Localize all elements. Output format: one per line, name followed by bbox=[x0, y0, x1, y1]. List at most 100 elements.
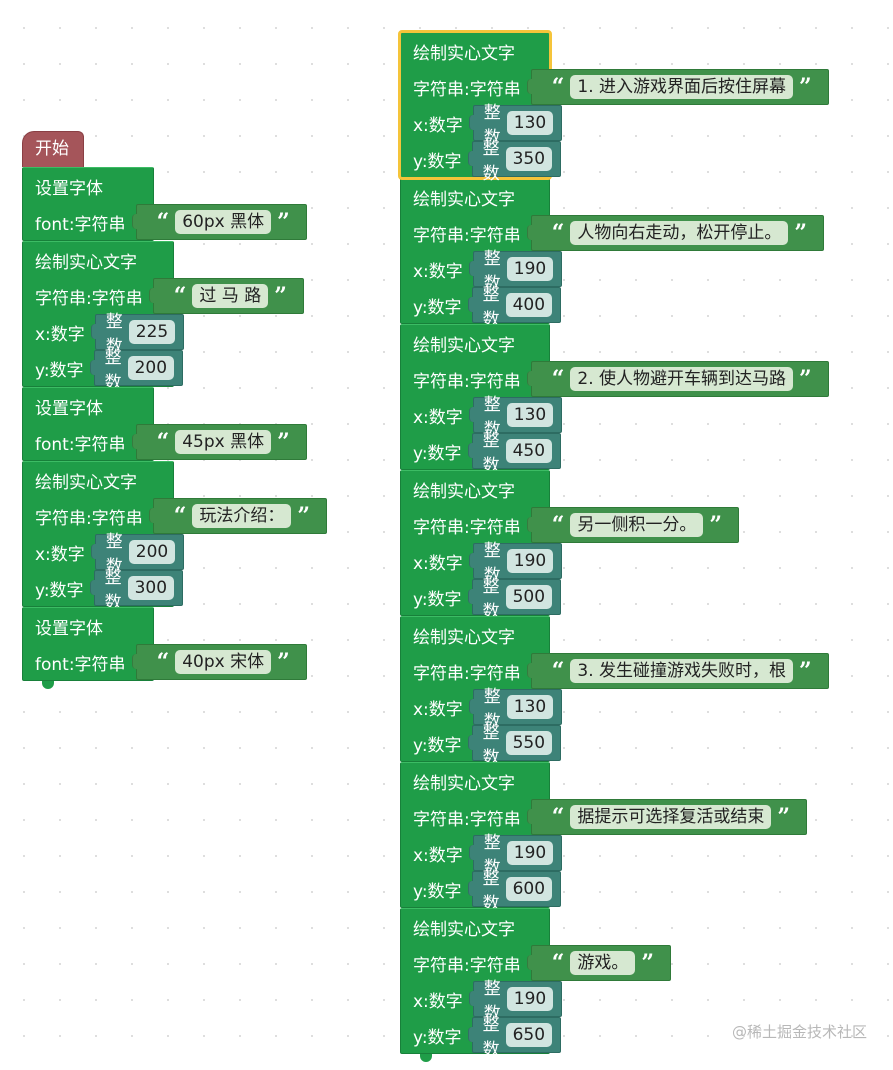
integer-label: 整数 bbox=[482, 139, 500, 184]
x-value-field[interactable]: 130 bbox=[506, 695, 554, 719]
text-string-slot[interactable]: “2. 使人物避开车辆到达马路” bbox=[526, 361, 829, 397]
text-value-field[interactable]: 过 马 路 bbox=[192, 284, 269, 308]
left-block-stack: 开始 设置字体 font:字符串 “60px 黑体” 绘制实心文字 字符串:字符… bbox=[22, 131, 328, 689]
fill-text-title: 绘制实心文字 bbox=[413, 481, 515, 502]
y-value-field[interactable]: 400 bbox=[505, 293, 553, 317]
open-quote-icon: “ bbox=[551, 74, 565, 100]
set-font-block[interactable]: 设置字体 font:字符串 “40px 宋体” bbox=[22, 607, 307, 681]
font-value-field[interactable]: 60px 黑体 bbox=[175, 210, 272, 234]
y-value-field[interactable]: 200 bbox=[127, 356, 175, 380]
stack-end-notch bbox=[420, 1054, 432, 1062]
string-param-label: 字符串:字符串 bbox=[413, 371, 521, 392]
integer-label: 整数 bbox=[482, 431, 500, 476]
start-hat-block[interactable]: 开始 bbox=[22, 131, 84, 167]
x-value-field[interactable]: 190 bbox=[506, 841, 554, 865]
y-value-field[interactable]: 650 bbox=[505, 1023, 553, 1047]
close-quote-icon: ” bbox=[641, 950, 655, 976]
text-value-field[interactable]: 2. 使人物避开车辆到达马路 bbox=[570, 367, 794, 391]
x-param-label: x:数字 bbox=[413, 991, 463, 1012]
x-param-label: x:数字 bbox=[413, 845, 463, 866]
y-value-field[interactable]: 300 bbox=[127, 576, 175, 600]
x-value-field[interactable]: 130 bbox=[506, 111, 554, 135]
integer-label: 整数 bbox=[482, 285, 500, 330]
close-quote-icon: ” bbox=[799, 366, 812, 392]
text-string-slot[interactable]: “玩法介绍：” bbox=[148, 498, 328, 534]
font-value-field[interactable]: 40px 宋体 bbox=[175, 650, 272, 674]
text-string-slot[interactable]: “游戏。” bbox=[526, 945, 672, 981]
text-value-field[interactable]: 1. 进入游戏界面后按住屏幕 bbox=[570, 75, 794, 99]
x-value-field[interactable]: 190 bbox=[506, 257, 554, 281]
x-value-field[interactable]: 200 bbox=[128, 540, 176, 564]
x-value-field[interactable]: 190 bbox=[506, 987, 554, 1011]
text-string-slot[interactable]: “人物向右走动，松开停止。” bbox=[526, 215, 825, 251]
font-string-slot[interactable]: “40px 宋体” bbox=[131, 644, 307, 680]
font-param-label: font:字符串 bbox=[35, 654, 126, 675]
text-value-field[interactable]: 人物向右走动，松开停止。 bbox=[570, 221, 789, 245]
open-quote-icon: “ bbox=[156, 649, 170, 675]
text-string-slot[interactable]: “3. 发生碰撞游戏失败时，根” bbox=[526, 653, 829, 689]
string-param-label: 字符串:字符串 bbox=[35, 508, 143, 529]
watermark: @稀土掘金技术社区 bbox=[731, 1023, 867, 1041]
open-quote-icon: “ bbox=[156, 429, 170, 455]
x-value-field[interactable]: 130 bbox=[506, 403, 554, 427]
text-value-field[interactable]: 3. 发生碰撞游戏失败时，根 bbox=[570, 659, 794, 683]
y-value-field[interactable]: 600 bbox=[505, 877, 553, 901]
text-string-slot[interactable]: “过 马 路” bbox=[148, 278, 304, 314]
text-string-slot[interactable]: “另一侧积一分。” bbox=[526, 507, 740, 543]
font-string-slot[interactable]: “60px 黑体” bbox=[131, 204, 307, 240]
string-param-label: 字符串:字符串 bbox=[413, 955, 521, 976]
integer-label: 整数 bbox=[482, 723, 500, 768]
fill-text-title: 绘制实心文字 bbox=[413, 43, 515, 64]
open-quote-icon: “ bbox=[173, 503, 187, 529]
x-param-label: x:数字 bbox=[413, 115, 463, 136]
text-value-field[interactable]: 游戏。 bbox=[570, 951, 636, 975]
text-value-field[interactable]: 另一侧积一分。 bbox=[570, 513, 704, 537]
font-value-field[interactable]: 45px 黑体 bbox=[175, 430, 272, 454]
integer-label: 整数 bbox=[104, 348, 122, 393]
y-value-field[interactable]: 550 bbox=[505, 731, 553, 755]
y-value-field[interactable]: 500 bbox=[505, 585, 553, 609]
font-string-slot[interactable]: “45px 黑体” bbox=[131, 424, 307, 460]
close-quote-icon: ” bbox=[799, 74, 812, 100]
text-string-slot[interactable]: “据提示可选择复活或结束” bbox=[526, 799, 808, 835]
y-value-field[interactable]: 450 bbox=[505, 439, 553, 463]
x-value-field[interactable]: 190 bbox=[506, 549, 554, 573]
y-value-field[interactable]: 350 bbox=[505, 147, 553, 171]
close-quote-icon: ” bbox=[277, 209, 290, 235]
string-param-label: 字符串:字符串 bbox=[413, 809, 521, 830]
text-string-slot[interactable]: “1. 进入游戏界面后按住屏幕” bbox=[526, 69, 829, 105]
text-value-field[interactable]: 玩法介绍： bbox=[192, 504, 292, 528]
set-font-block[interactable]: 设置字体 font:字符串 “45px 黑体” bbox=[22, 387, 307, 461]
x-value-field[interactable]: 225 bbox=[128, 320, 176, 344]
set-font-title: 设置字体 bbox=[35, 178, 103, 199]
integer-label: 整数 bbox=[482, 869, 500, 914]
set-font-block[interactable]: 设置字体 font:字符串 “60px 黑体” bbox=[22, 167, 307, 241]
text-value-field[interactable]: 据提示可选择复活或结束 bbox=[570, 805, 772, 829]
start-hat-label: 开始 bbox=[35, 139, 69, 159]
